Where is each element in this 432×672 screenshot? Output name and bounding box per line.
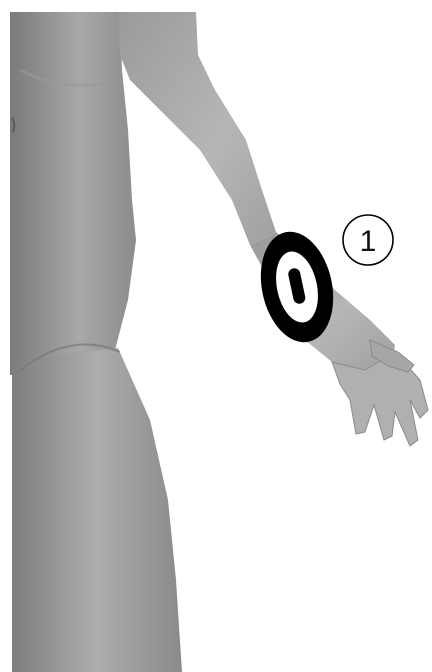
leg-shape [12, 348, 182, 672]
callout-marker: 1 [343, 215, 393, 265]
upper-arm-shape [118, 12, 276, 245]
callout-label: 1 [360, 225, 377, 258]
torso-shape [10, 12, 136, 375]
